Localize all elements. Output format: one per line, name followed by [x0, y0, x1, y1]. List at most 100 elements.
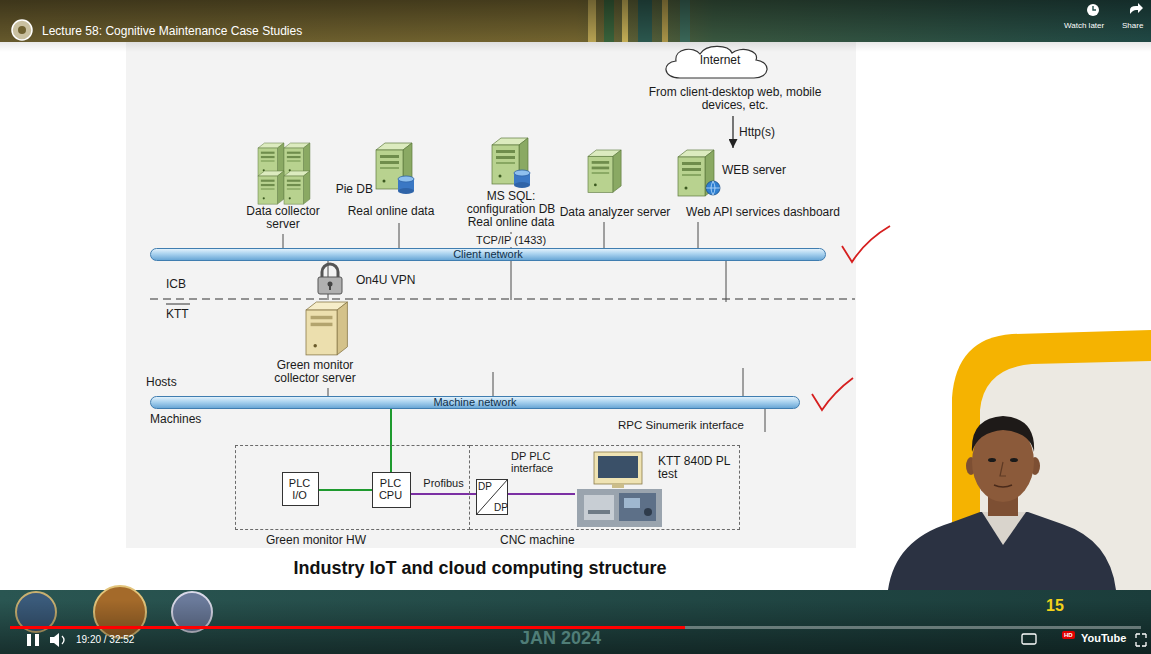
lock-body: [318, 277, 342, 294]
server-node: WEB serverWeb API services dashboard: [672, 148, 854, 222]
fullscreen-icon: [1136, 634, 1146, 646]
institute-logo: [18, 26, 26, 34]
node-label: MS SQL: configuration DB Real online dat…: [460, 190, 562, 229]
connector: [319, 489, 372, 491]
node-label: Real online data: [348, 205, 435, 218]
machine-panel: [584, 495, 614, 520]
globe: [706, 181, 720, 195]
presenter-eye: [988, 458, 996, 462]
check-mark: [812, 378, 853, 410]
annotation-label: 19:20 / 32:52: [76, 634, 134, 646]
lock-icon: [318, 264, 342, 294]
node-label: Client network: [453, 249, 523, 260]
node-label: KTT 840D PL test: [658, 455, 734, 481]
annotation-label: HD: [1062, 631, 1075, 639]
globe-lines: [706, 181, 720, 195]
server-stack-icon: [258, 143, 310, 204]
database-icon: [398, 176, 414, 194]
lock-shackle: [322, 264, 338, 278]
slide-caption: Industry IoT and cloud computing structu…: [180, 558, 780, 579]
overline-mark: [166, 304, 190, 305]
slash-line: [476, 479, 508, 515]
connectors: [283, 116, 733, 494]
machine-keys: [588, 510, 610, 514]
machine-pc: KTT 840D PL test: [575, 451, 737, 529]
presenter-shirt: [888, 512, 1116, 590]
server-node: MS SQL: configuration DB Real online dat…: [460, 138, 565, 232]
internet-cloud: InternetFrom client-desktop web, mobile …: [620, 44, 850, 116]
server-icon: [284, 171, 310, 204]
pause-icon: [35, 634, 39, 646]
player-top-shade: [0, 0, 1151, 52]
globe-icon: [706, 181, 720, 195]
network-band: Client network: [150, 248, 826, 261]
presenter-collar: [982, 512, 1026, 545]
connector-label: Profibus: [422, 477, 464, 490]
monitor-stand: [612, 484, 624, 488]
database-icon: [514, 170, 530, 188]
node-label: Green monitor collector server: [255, 359, 375, 385]
annotation-label: KTT: [166, 307, 189, 321]
connector: [698, 222, 699, 248]
server-node: Data analyzer server: [550, 148, 680, 222]
presenter-nose: [1000, 462, 1006, 476]
hardware-group: CNC machineDP PLC interfaceDPDPKTT 840D …: [470, 445, 740, 530]
connector-label: TCP/IP (1433): [475, 234, 547, 247]
annotation-label: Machines: [150, 412, 201, 426]
volume-icon: [62, 636, 64, 644]
stub-line: [511, 261, 512, 300]
server-icon: [258, 171, 284, 204]
node-label: Data collector server: [235, 205, 331, 231]
watch-later-icon: [1087, 4, 1099, 16]
connector: [411, 493, 476, 495]
connector-label: Http(s): [738, 125, 776, 139]
connector: [328, 388, 329, 396]
stub-line: [743, 368, 744, 396]
node-label: Web API services dashboard: [686, 206, 840, 219]
node-label: DP: [494, 502, 508, 513]
stub-line: [493, 372, 494, 396]
presenter-eye: [1010, 458, 1018, 462]
annotation-label: On4U VPN: [356, 273, 415, 287]
interface-box: DP PLC interfaceDPDP: [476, 479, 508, 515]
connector: [399, 223, 400, 248]
annotation-label: JAN 2024: [520, 628, 601, 648]
presenter-mouth: [994, 485, 1012, 487]
annotation-label: ICB: [166, 277, 186, 291]
slide-footer-band: [0, 590, 1151, 654]
server-icon: [588, 150, 621, 192]
connector: [732, 116, 733, 148]
presenter-hair: [972, 416, 1034, 452]
machine-window: [624, 498, 640, 508]
monitor-screen: [598, 456, 638, 478]
machine-spindle: [644, 508, 652, 516]
machine-body: [619, 493, 656, 521]
diagram-panel: [126, 30, 856, 548]
annotation-label: YouTube: [1081, 632, 1126, 645]
annotation-label: 15: [1046, 597, 1064, 615]
annotation-label: Share: [1122, 21, 1143, 31]
cloud-shape: [666, 46, 767, 78]
annotation-label: Hosts: [146, 375, 177, 389]
monitor: [594, 452, 642, 484]
node-label: PLC CPU: [373, 477, 408, 501]
photo-ground: [577, 489, 662, 527]
institute-logo: [12, 20, 32, 40]
captions-icon: [1022, 634, 1036, 644]
plc-box: PLC CPU: [372, 472, 411, 508]
server-node: Green monitor collector server: [255, 300, 378, 388]
server-node: Pie DBReal online data: [335, 143, 447, 223]
share-icon: [1130, 3, 1143, 14]
presenter-photo: [888, 416, 1116, 590]
node-label: WEB server: [722, 164, 786, 177]
collector-pc-icon: [306, 302, 347, 355]
annotation-label: Watch later: [1064, 21, 1104, 31]
node-label: Internet: [700, 54, 741, 67]
video-title: Lecture 58: Cognitive Maintenance Case S…: [42, 24, 302, 38]
node-label: From client-desktop web, mobile devices,…: [635, 86, 835, 112]
